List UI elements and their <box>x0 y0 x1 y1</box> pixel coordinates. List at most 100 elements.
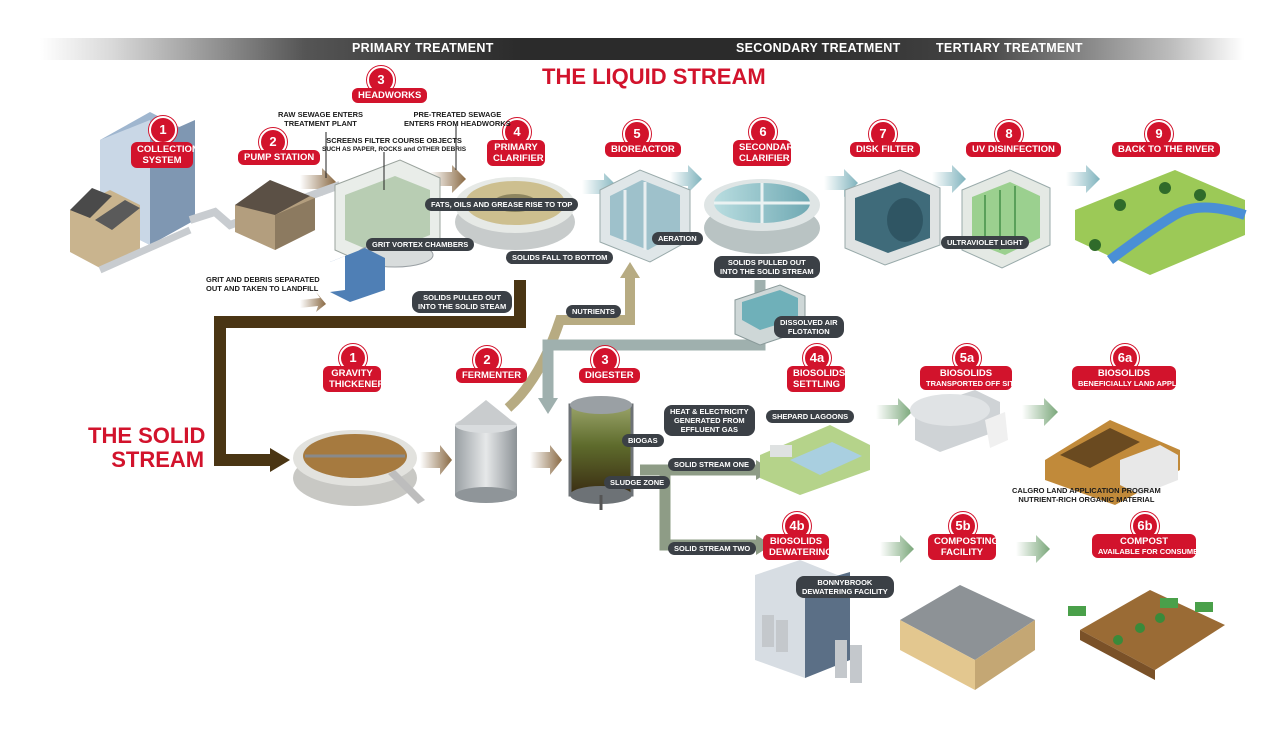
callout-solids-pulled-secondary: SOLIDS PULLED OUT INTO THE SOLID STREAM <box>714 256 820 278</box>
step-label: PRIMARY CLARIFIER <box>487 140 545 166</box>
phase-header-bar <box>40 38 1244 60</box>
step-label: GRAVITY THICKENER <box>323 366 385 392</box>
callout-fats: FATS, OILS AND GREASE RISE TO TOP <box>425 198 579 211</box>
note-grit: GRIT AND DEBRIS SEPARATED OUT AND TAKEN … <box>206 275 320 293</box>
phase-tertiary-label: TERTIARY TREATMENT <box>936 41 1083 55</box>
collection-system-illustration <box>70 112 342 274</box>
solid-stream-title-line2: STREAM <box>111 447 205 472</box>
step-label-line2: BENEFICIALLY LAND APPLIED <box>1078 379 1189 388</box>
callout-line: SOLIDS PULLED OUT <box>727 258 806 267</box>
callout-bonnybrook: BONNYBROOK DEWATERING FACILITY <box>796 576 894 598</box>
callout-biogas: BIOGAS <box>622 434 664 447</box>
step-label: COMPOST AVAILABLE FOR CONSUMERS <box>1092 534 1209 558</box>
step-label: BIOSOLIDS TRANSPORTED OFF SITE <box>920 366 1019 390</box>
step-label-line2: TRANSPORTED OFF SITE <box>926 379 1019 388</box>
callout-solids-fall: SOLIDS FALL TO BOTTOM <box>506 251 614 264</box>
step-label-line2: AVAILABLE FOR CONSUMERS <box>1098 547 1209 556</box>
callout-line: FLOTATION <box>787 327 830 336</box>
step-label: COLLECTION SYSTEM <box>131 142 199 168</box>
callout-line: SOLIDS PULLED OUT <box>423 293 502 302</box>
step-label: BIOSOLIDS DEWATERING <box>763 534 833 560</box>
note-line: CALGRO LAND APPLICATION PROGRAM <box>1012 486 1161 495</box>
note-screens: SCREENS FILTER COURSE OBJECTS SUCH AS PA… <box>322 136 466 154</box>
note-line: ENTERS FROM HEADWORKS <box>404 119 511 128</box>
land-application-illustration <box>1045 420 1180 505</box>
step-label-line1: GRAVITY <box>331 368 373 379</box>
callout-shepard-lagoons: SHEPARD LAGOONS <box>766 410 855 423</box>
callout-line: EFFLUENT GAS <box>680 425 739 434</box>
step-label-line1: SECONDARY <box>739 142 800 153</box>
uv-disinfection-illustration <box>961 169 1051 269</box>
callout-grit-vortex: GRIT VORTEX CHAMBERS <box>366 238 475 251</box>
step-label-line1: PRIMARY <box>494 142 538 153</box>
phase-secondary-label: SECONDARY TREATMENT <box>736 41 901 55</box>
step-label-line2: SYSTEM <box>142 155 182 166</box>
callout-solid-stream-two: SOLID STREAM TWO <box>668 542 757 555</box>
digester-illustration <box>568 396 634 510</box>
callout-line: BONNYBROOK <box>817 578 873 587</box>
secondary-clarifier-illustration <box>704 179 820 254</box>
nutrients-pipe <box>504 262 640 412</box>
step-number: 1 <box>149 116 177 144</box>
callout-line: INTO THE SOLID STREAM <box>720 267 814 276</box>
step-label: COMPOSTING FACILITY <box>928 534 999 560</box>
note-calgro: CALGRO LAND APPLICATION PROGRAM NUTRIENT… <box>1012 486 1161 504</box>
step-label: BIOSOLIDS SETTLING <box>787 366 845 392</box>
step-label-line1: BIOSOLIDS <box>939 368 993 379</box>
callout-line: DEWATERING FACILITY <box>802 587 888 596</box>
step-label: DIGESTER <box>579 368 640 383</box>
composting-facility-illustration <box>900 585 1035 690</box>
callout-solids-pulled-primary: SOLIDS PULLED OUT INTO THE SOLID STEAM <box>412 291 513 313</box>
callout-line: DISSOLVED AIR <box>780 318 838 327</box>
step-label: BACK TO THE RIVER <box>1112 142 1221 157</box>
solid-stream-title-line1: THE SOLID <box>88 423 206 448</box>
step-label: SECONDARY CLARIFIER <box>733 140 799 166</box>
callout-daf: DISSOLVED AIR FLOTATION <box>774 316 844 338</box>
callout-nutrients: NUTRIENTS <box>566 305 621 318</box>
phase-primary-label: PRIMARY TREATMENT <box>352 41 494 55</box>
note-line: NUTRIENT-RICH ORGANIC MATERIAL <box>1018 495 1155 504</box>
step-label: FERMENTER <box>456 368 528 383</box>
step-label: DISK FILTER <box>850 142 920 157</box>
callout-sludge-zone: SLUDGE ZONE <box>604 476 671 489</box>
note-raw-sewage: RAW SEWAGE ENTERS TREATMENT PLANT <box>278 110 363 128</box>
step-label: BIOREACTOR <box>605 142 681 157</box>
step-label-line2: THICKENER <box>329 379 385 390</box>
note-line: SUCH AS PAPER, ROCKS and OTHER DEBRIS <box>322 146 467 153</box>
river-illustration <box>1075 170 1247 275</box>
callout-line: HEAT & ELECTRICITY <box>670 407 749 416</box>
step-label-line1: BIOSOLIDS <box>793 368 846 379</box>
step-label-line2: DEWATERING <box>769 547 833 558</box>
callout-ultraviolet: ULTRAVIOLET LIGHT <box>941 236 1029 249</box>
note-pretreated: PRE-TREATED SEWAGE ENTERS FROM HEADWORKS <box>404 110 511 128</box>
callout-line: GENERATED FROM <box>673 416 745 425</box>
secondary-solids-pipe <box>538 280 766 414</box>
note-line: TREATMENT PLANT <box>284 119 357 128</box>
callout-aeration: AERATION <box>652 232 703 245</box>
solid-stream-split-pipe <box>640 460 772 555</box>
note-line: GRIT AND DEBRIS SEPARATED <box>206 275 320 284</box>
solid-stream-title: THE SOLID STREAM <box>88 424 205 472</box>
step-label-line2: CLARIFIER <box>739 153 790 164</box>
callout-line: INTO THE SOLID STEAM <box>418 302 507 311</box>
gravity-thickener-illustration <box>293 430 425 506</box>
note-line: RAW SEWAGE ENTERS <box>278 110 364 119</box>
note-line: OUT AND TAKEN TO LANDFILL <box>206 284 319 293</box>
liquid-stream-title: THE LIQUID STREAM <box>542 64 766 89</box>
headworks-illustration <box>330 159 441 302</box>
settling-lagoons-illustration <box>760 425 870 495</box>
step-label: BIOSOLIDS BENEFICIALLY LAND APPLIED <box>1072 366 1189 390</box>
step-label-line1: BIOSOLIDS <box>1097 368 1151 379</box>
step-label-line1: BIOSOLIDS <box>769 536 823 547</box>
callout-heat-electricity: HEAT & ELECTRICITY GENERATED FROM EFFLUE… <box>664 405 755 436</box>
note-line: SCREENS FILTER COURSE OBJECTS <box>326 136 462 145</box>
step-label: UV DISINFECTION <box>966 142 1061 157</box>
primary-clarifier-illustration <box>455 177 575 250</box>
fermenter-illustration <box>455 400 517 503</box>
callout-solid-stream-one: SOLID STREAM ONE <box>668 458 756 471</box>
step-label-line1: COLLECTION <box>137 144 199 155</box>
note-leader-lines <box>325 124 457 190</box>
step-label-line2: SETTLING <box>793 379 840 390</box>
tanker-truck-illustration <box>910 390 1008 452</box>
